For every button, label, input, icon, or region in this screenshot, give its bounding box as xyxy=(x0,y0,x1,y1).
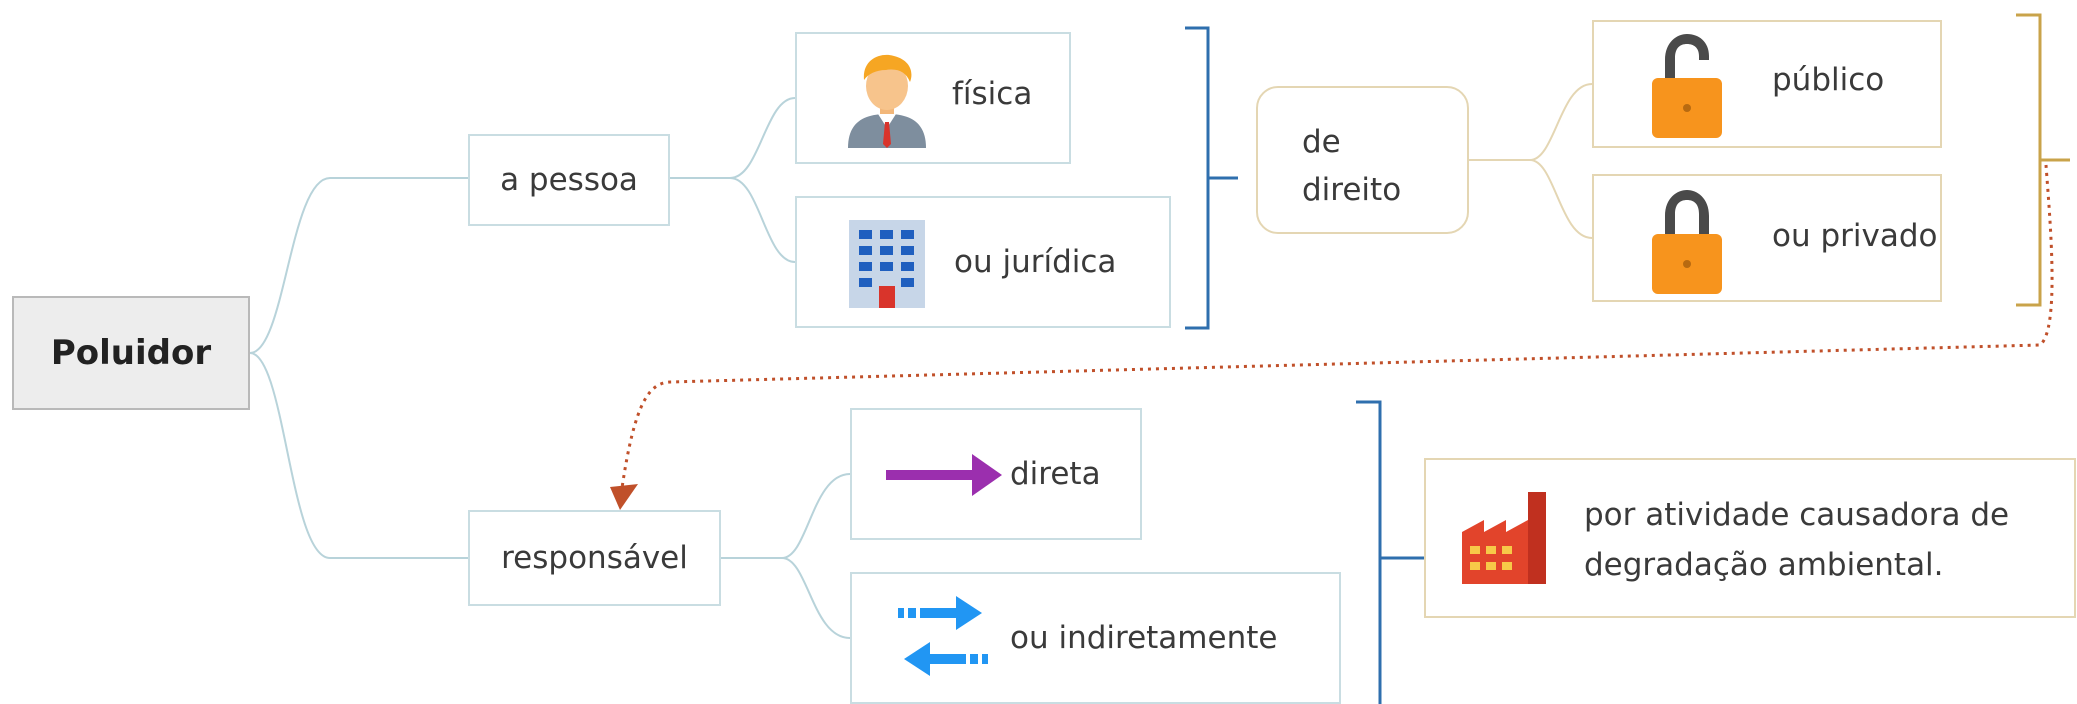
unlocked-padlock-icon xyxy=(1652,34,1722,142)
connector-responsavel-to-direta xyxy=(721,473,851,559)
connector-pessoa-to-juridica xyxy=(670,177,796,263)
label-fisica: física xyxy=(952,76,1033,112)
connector-root-to-pessoa xyxy=(249,177,468,354)
office-building-icon xyxy=(847,220,927,312)
node-indiretamente[interactable]: ou indiretamente xyxy=(850,572,1341,704)
connector-pessoa-to-fisica xyxy=(670,97,796,179)
label-atividade-line2: degradação ambiental. xyxy=(1584,547,1944,583)
node-direta[interactable]: direta xyxy=(850,408,1142,540)
summary-bracket-3 xyxy=(1356,400,1424,704)
label-de-direito-line1: de xyxy=(1302,124,1341,160)
arrow-right-icon xyxy=(886,454,1002,500)
branch-node-pessoa[interactable]: a pessoa xyxy=(468,134,670,226)
node-publico[interactable]: público xyxy=(1592,20,1942,148)
node-atividade-causadora[interactable]: por atividade causadora de degradação am… xyxy=(1424,458,2076,618)
summary-bracket-2 xyxy=(2016,13,2070,307)
label-privado: ou privado xyxy=(1772,218,1938,254)
node-privado[interactable]: ou privado xyxy=(1592,174,1942,302)
node-juridica[interactable]: ou jurídica xyxy=(795,196,1171,328)
node-de-direito[interactable]: de direito xyxy=(1256,86,1469,234)
label-de-direito-line2: direito xyxy=(1302,172,1402,208)
label-indiretamente: ou indiretamente xyxy=(1010,620,1278,656)
swap-arrows-icon xyxy=(898,594,988,684)
relationship-arrowhead xyxy=(610,484,638,510)
connector-responsavel-to-indiretamente xyxy=(721,557,851,639)
branch-label-pessoa: a pessoa xyxy=(500,162,638,198)
node-fisica[interactable]: física xyxy=(795,32,1071,164)
label-publico: público xyxy=(1772,62,1885,98)
branch-label-responsavel: responsável xyxy=(501,540,688,576)
label-direta: direta xyxy=(1010,456,1101,492)
root-node[interactable]: Poluidor xyxy=(12,296,250,410)
branch-node-responsavel[interactable]: responsável xyxy=(468,510,721,606)
connector-direito-to-privado xyxy=(1469,159,1593,239)
root-label: Poluidor xyxy=(50,333,212,373)
connector-direito-to-publico xyxy=(1469,83,1593,161)
label-juridica: ou jurídica xyxy=(954,244,1117,280)
summary-bracket-1 xyxy=(1185,26,1238,330)
label-atividade-line1: por atividade causadora de xyxy=(1584,497,2010,533)
factory-icon xyxy=(1462,492,1556,588)
connector-root-to-responsavel xyxy=(249,352,468,559)
locked-padlock-icon xyxy=(1652,190,1722,298)
businessman-icon xyxy=(842,52,932,152)
